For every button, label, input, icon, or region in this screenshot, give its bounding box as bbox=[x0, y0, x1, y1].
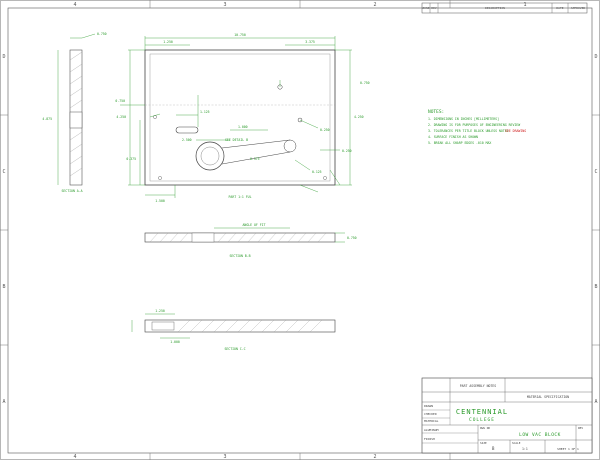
height-right-dim: 4.250 bbox=[354, 115, 364, 119]
zone-bottom-3: 2 bbox=[373, 454, 376, 460]
small-dim-1: 0.750 bbox=[115, 99, 125, 103]
side-section-view bbox=[57, 33, 96, 186]
rev-header-zone: ZONE bbox=[422, 6, 429, 10]
bottom-offset-dim: 1.500 bbox=[155, 199, 165, 203]
tb-scale-label: SCALE bbox=[512, 441, 521, 445]
section-mid-label: SECTION B-B bbox=[229, 254, 250, 258]
tb-size-value: B bbox=[492, 446, 495, 451]
small-dim-4: 0.250 bbox=[320, 128, 330, 132]
overall-width-dim: 10.750 bbox=[234, 33, 246, 37]
left-offset-dim: 1.250 bbox=[163, 40, 173, 44]
tb-upper-row1: PART ASSEMBLY NOTES bbox=[460, 384, 497, 388]
zone-top-2: 3 bbox=[223, 2, 226, 8]
rev-header-approved: APPROVED bbox=[571, 6, 586, 10]
side-thk-dim: 0.750 bbox=[97, 32, 107, 36]
zone-side-c-right: C bbox=[594, 169, 597, 175]
bottom-top-dim: 1.250 bbox=[155, 309, 165, 313]
zone-top-3: 2 bbox=[373, 2, 376, 8]
zone-side-a-right: A bbox=[594, 399, 597, 405]
tb-checked-label: CHECKED bbox=[424, 412, 437, 416]
tb-size-label: SIZE bbox=[480, 441, 487, 445]
tb-scale-value: 1:1 bbox=[522, 447, 528, 451]
note-highlight: SEE DRAWING bbox=[505, 129, 526, 133]
zone-side-d: D bbox=[2, 54, 5, 60]
rev-header-desc: DESCRIPTION bbox=[485, 6, 505, 10]
note-3: 3. TOLERANCES PER TITLE BLOCK UNLESS NOT… bbox=[428, 129, 509, 133]
upper-right-dim: 0.750 bbox=[360, 81, 370, 85]
zone-side-c: C bbox=[2, 169, 5, 175]
mid-callout: ANGLE OF FIT bbox=[242, 223, 265, 227]
rev-header-date: DATE bbox=[556, 6, 563, 10]
small-dim-3: 1.000 bbox=[238, 125, 248, 129]
note-5: 5. BREAK ALL SHARP EDGES .010 MAX bbox=[428, 141, 491, 145]
slot-width-dim: 1.125 bbox=[200, 110, 210, 114]
rev-header-rev: REV bbox=[431, 6, 437, 10]
tb-part-title: LOW VAC BLOCK bbox=[519, 432, 561, 438]
passage-callout: SEE DETAIL B bbox=[225, 138, 248, 142]
front-view-label: PART 1:1 FUL bbox=[228, 195, 251, 199]
front-dimension-lines bbox=[120, 36, 352, 198]
note-1: 1. DIMENSIONS IN INCHES [MILLIMETERS] bbox=[428, 117, 499, 121]
zone-side-b: B bbox=[2, 284, 5, 290]
middle-section-view bbox=[144, 227, 345, 243]
section-bottom-label: SECTION C-C bbox=[224, 347, 245, 351]
zone-bottom-1: 4 bbox=[73, 454, 76, 460]
right-offset-dim: 3.375 bbox=[305, 40, 315, 44]
tb-company: CENTENNIAL bbox=[456, 408, 508, 416]
title-block bbox=[421, 377, 593, 454]
height-left-dim: 4.250 bbox=[116, 115, 126, 119]
section-left-label: SECTION A-A bbox=[61, 189, 82, 193]
tb-material-label: MATERIAL bbox=[424, 419, 439, 423]
tb-upper-row2: MATERIAL SPECIFICATION bbox=[527, 395, 569, 399]
notes-title: NOTES: bbox=[428, 109, 444, 115]
zone-bottom-2: 3 bbox=[223, 454, 226, 460]
tb-sheet-label: SHEET 1 OF 1 bbox=[557, 447, 579, 451]
note-2: 2. DRAWING IS FOR PURPOSES OF ENGINEERIN… bbox=[428, 123, 520, 127]
right-small-dim: 0.250 bbox=[342, 149, 352, 153]
main-bore bbox=[195, 141, 225, 171]
zone-side-d-right: D bbox=[594, 54, 597, 60]
tb-dwg-label: DWG NO bbox=[480, 426, 490, 430]
zone-top-1: 4 bbox=[73, 2, 76, 8]
side-height-dim: 4.875 bbox=[42, 117, 52, 121]
bottom-section-view bbox=[131, 313, 336, 339]
mid-thk-dim: 0.750 bbox=[347, 236, 357, 240]
zone-top-4: 1 bbox=[523, 2, 526, 8]
tb-rev-label: REV bbox=[578, 426, 583, 430]
front-view-plate bbox=[144, 49, 336, 186]
bottom-under-dim: 1.000 bbox=[170, 340, 180, 344]
tb-company-sub: COLLEGE bbox=[469, 417, 495, 423]
tb-finish-label: FINISH bbox=[424, 437, 435, 441]
notes-block: NOTES: 1. DIMENSIONS IN INCHES [MILLIMET… bbox=[428, 109, 526, 145]
slot-feature bbox=[175, 126, 199, 134]
tb-material-value: ALUMINUM bbox=[424, 428, 439, 432]
zone-side-b-right: B bbox=[594, 284, 597, 290]
note-4: 4. SURFACE FINISH AS SHOWN bbox=[428, 135, 478, 139]
small-dim-2: 0.375 bbox=[126, 157, 136, 161]
hole-dia-dim: 2.500 bbox=[182, 138, 192, 142]
zone-side-a: A bbox=[2, 399, 5, 405]
passage-dim: 0.375 bbox=[250, 157, 260, 161]
tb-drawn-label: DRAWN bbox=[424, 404, 433, 408]
revision-block: ZONE REV DESCRIPTION DATE APPROVED bbox=[421, 2, 588, 14]
small-dim-5: 0.125 bbox=[312, 170, 322, 174]
